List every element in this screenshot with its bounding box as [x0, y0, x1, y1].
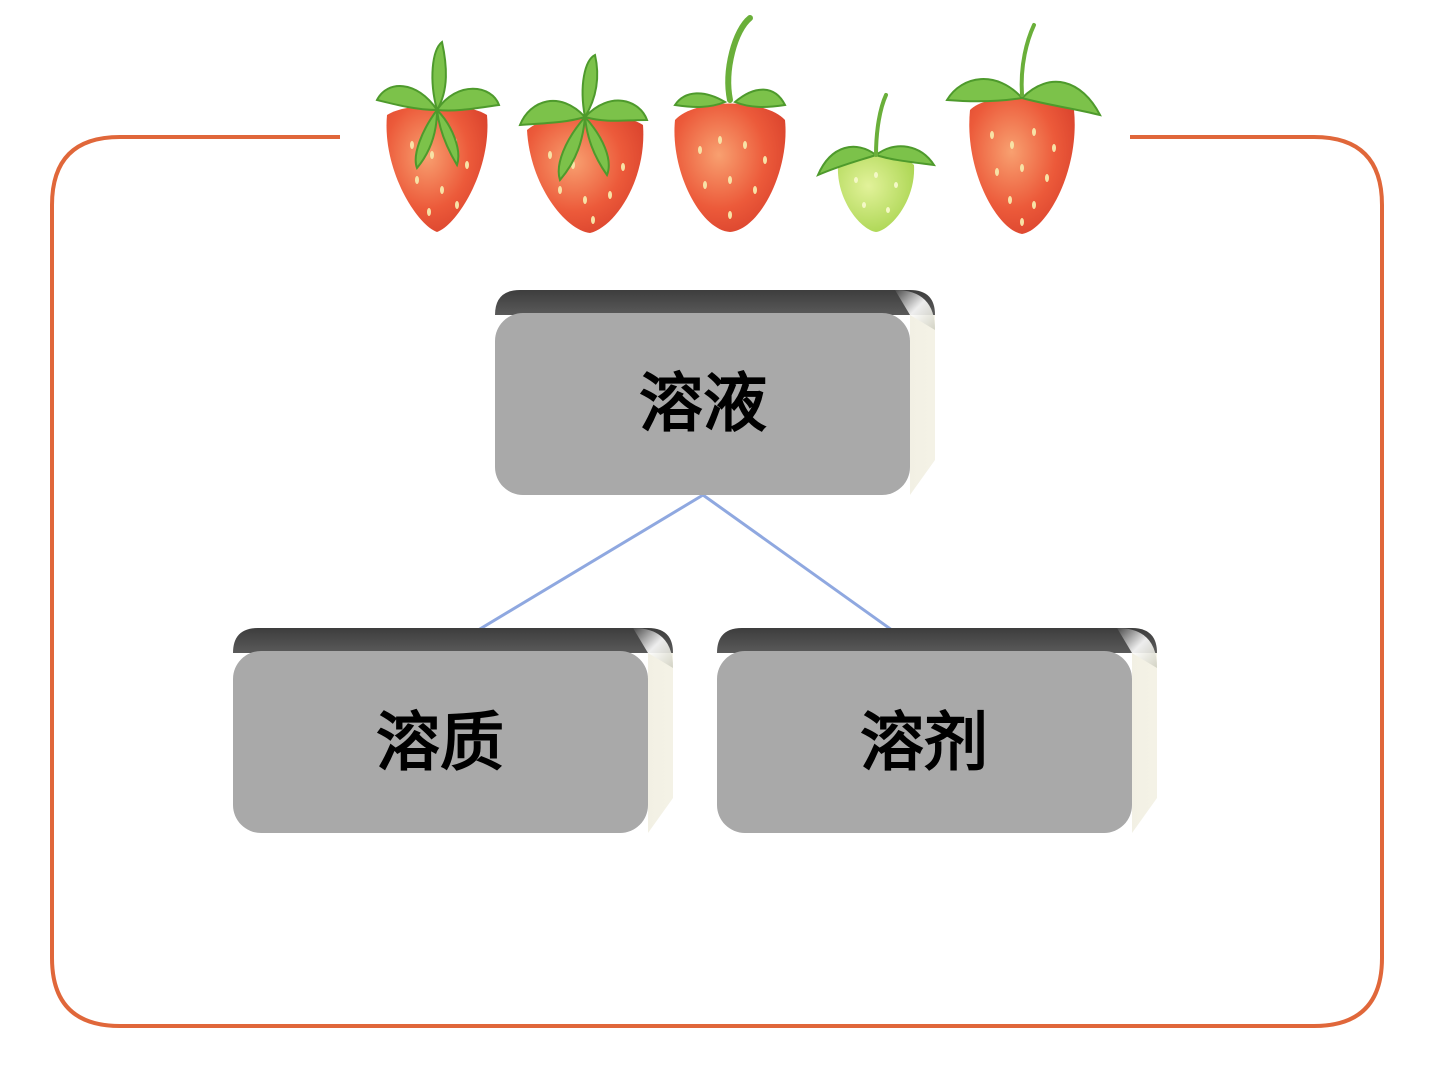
strawberry-icon [673, 15, 787, 232]
connector-root-left [439, 493, 704, 655]
child-node-solvent-label: 溶剂 [860, 707, 988, 781]
child-node-solute: 溶质 [233, 628, 673, 833]
child-node-solvent: 溶剂 [717, 628, 1157, 833]
strawberry-green-icon [816, 93, 937, 232]
connector-root-right [702, 493, 925, 655]
strawberry-icon [945, 23, 1102, 234]
child-node-solute-label: 溶质 [376, 707, 504, 781]
root-node-label: 溶液 [639, 368, 767, 442]
strawberry-icon [375, 40, 501, 232]
root-node: 溶液 [495, 290, 935, 495]
frame-border [50, 135, 1384, 1028]
strawberry-icon [518, 53, 649, 233]
